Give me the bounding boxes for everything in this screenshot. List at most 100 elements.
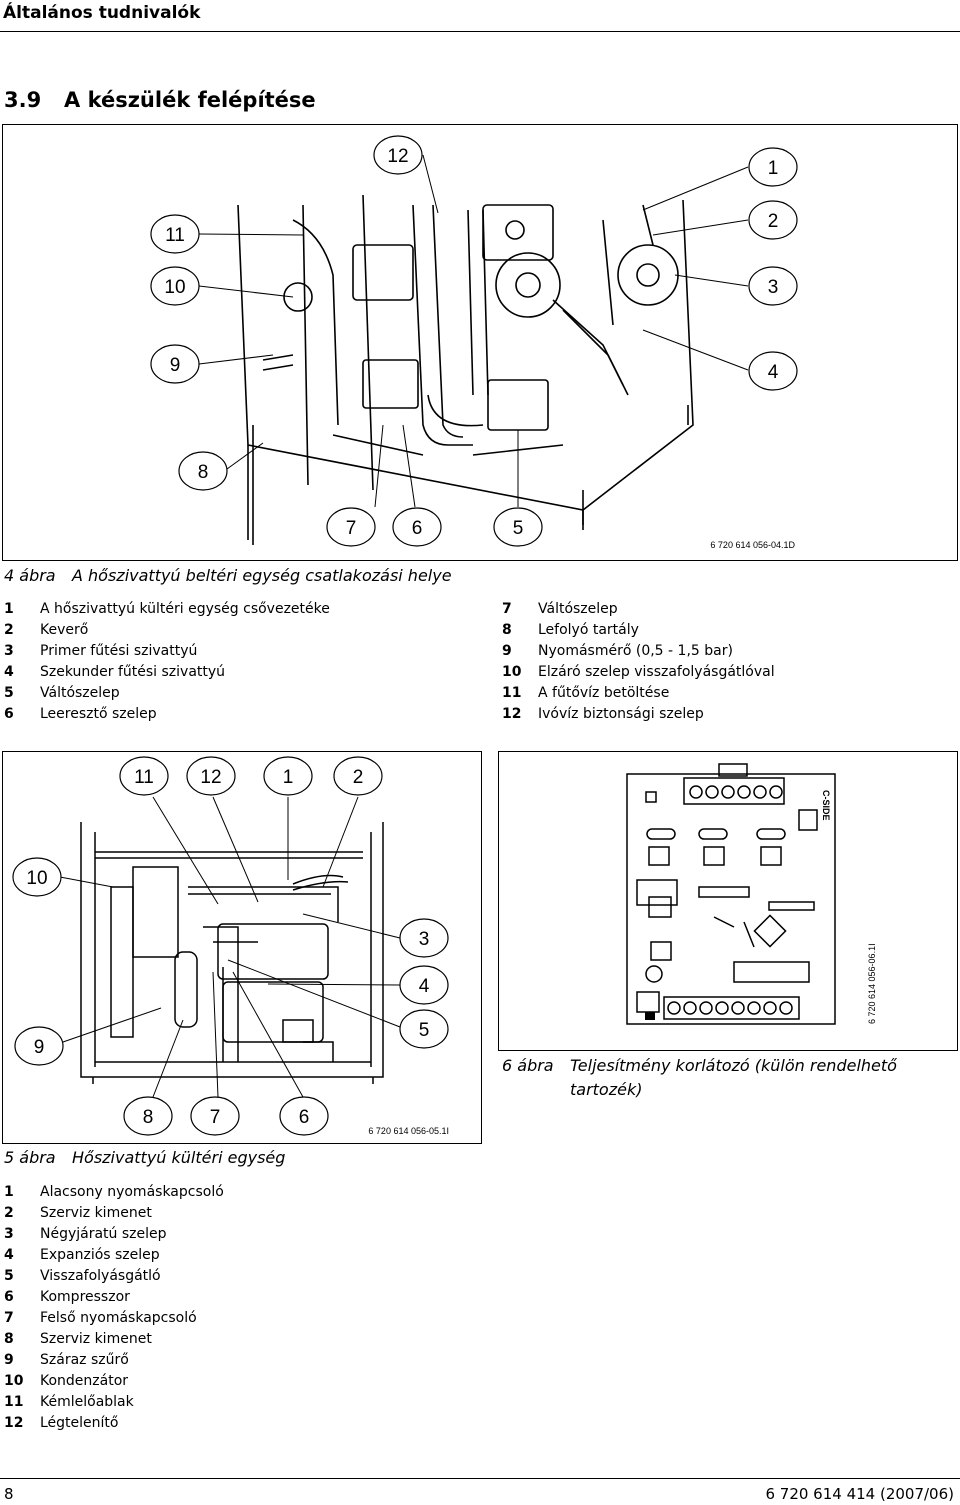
figure-5-code: 6 720 614 056-05.1I bbox=[368, 1126, 449, 1136]
callout-9: 9 bbox=[14, 1026, 64, 1066]
svg-text:6: 6 bbox=[412, 518, 423, 539]
svg-text:9: 9 bbox=[170, 355, 181, 376]
figure-4-caption-label: 4 ábra bbox=[4, 566, 56, 585]
svg-text:1: 1 bbox=[768, 158, 779, 179]
figure-5-caption-text: Hőszivattyú kültéri egység bbox=[72, 1148, 286, 1167]
callout-5: 5 bbox=[399, 1009, 449, 1049]
figure-6-caption-text1: Teljesítmény korlátozó (külön rendelhető bbox=[570, 1056, 897, 1075]
figure-4-caption-text: A hőszivattyú beltéri egység csatlakozás… bbox=[72, 566, 452, 585]
svg-text:11: 11 bbox=[134, 767, 154, 788]
callout-6: 6 bbox=[392, 507, 442, 547]
svg-text:6: 6 bbox=[299, 1107, 310, 1128]
unit-interior-drawing bbox=[237, 194, 694, 545]
callout-11: 11 bbox=[119, 756, 169, 796]
page-number: 8 bbox=[4, 1485, 14, 1503]
callout-12: 12 bbox=[373, 135, 423, 175]
figure-6-frame: C-SIDE 6 720 614 056-06.1I bbox=[498, 751, 958, 1051]
svg-text:5: 5 bbox=[513, 518, 524, 539]
section-title: A készülék felépítése bbox=[64, 88, 316, 112]
figure-6-caption: 6 ábra Teljesítmény korlátozó (külön rend… bbox=[502, 1054, 897, 1102]
section-number: 3.9 bbox=[4, 88, 42, 112]
svg-text:8: 8 bbox=[143, 1107, 154, 1128]
figure-6-caption-label: 6 ábra bbox=[502, 1056, 554, 1075]
callout-9: 9 bbox=[150, 344, 200, 384]
figure-5-callouts: 11 12 1 2 10 3 4 9 5 8 7 6 bbox=[12, 756, 449, 1136]
figure-5-frame: 11 12 1 2 10 3 4 9 5 8 7 6 6 720 614 056… bbox=[2, 751, 482, 1144]
board-marker bbox=[645, 1012, 655, 1020]
svg-text:2: 2 bbox=[768, 211, 779, 232]
callout-11: 11 bbox=[150, 214, 200, 254]
document-number: 6 720 614 414 (2007/06) bbox=[765, 1485, 954, 1503]
callout-1: 1 bbox=[263, 756, 313, 796]
c-side-label: C-SIDE bbox=[821, 790, 831, 821]
callout-2: 2 bbox=[333, 756, 383, 796]
svg-text:7: 7 bbox=[210, 1107, 221, 1128]
figure-6-code: 6 720 614 056-06.1I bbox=[867, 943, 877, 1024]
figure-6-caption-text2: tartozék) bbox=[570, 1080, 643, 1099]
figure-4-caption: 4 ábra A hőszivattyú beltéri egység csatl… bbox=[4, 566, 452, 585]
callout-4: 4 bbox=[399, 965, 449, 1005]
figure-6-drawing: C-SIDE 6 720 614 056-06.1I bbox=[626, 763, 877, 1025]
svg-text:3: 3 bbox=[419, 929, 430, 950]
header-rule bbox=[0, 31, 960, 32]
svg-text:10: 10 bbox=[26, 868, 47, 889]
svg-text:8: 8 bbox=[198, 462, 209, 483]
svg-text:9: 9 bbox=[34, 1037, 45, 1058]
callout-6: 6 bbox=[279, 1096, 329, 1136]
callout-1: 1 bbox=[748, 147, 798, 187]
svg-text:1: 1 bbox=[283, 767, 294, 788]
circuit-board-drawing bbox=[626, 763, 836, 1025]
figure-5-drawing: 11 12 1 2 10 3 4 9 5 8 7 6 6 720 614 056… bbox=[12, 756, 449, 1136]
figure-4-code: 6 720 614 056-04.1D bbox=[710, 540, 795, 550]
callout-5: 5 bbox=[493, 507, 543, 547]
leader-lines bbox=[198, 154, 749, 508]
callout-7: 7 bbox=[190, 1096, 240, 1136]
figure-4-frame: 12 11 10 9 8 7 6 5 1 2 3 4 6 720 614 056… bbox=[2, 124, 958, 561]
svg-text:7: 7 bbox=[346, 518, 357, 539]
callout-7: 7 bbox=[326, 507, 376, 547]
callout-10: 10 bbox=[12, 857, 62, 897]
callout-3: 3 bbox=[748, 266, 798, 306]
outdoor-unit-drawing bbox=[80, 822, 384, 1084]
svg-text:12: 12 bbox=[200, 767, 221, 788]
callout-3: 3 bbox=[399, 918, 449, 958]
leader-lines bbox=[59, 796, 401, 1098]
figure-4-drawing: 12 11 10 9 8 7 6 5 1 2 3 4 6 720 614 056… bbox=[150, 135, 798, 550]
figure-4-callouts: 12 11 10 9 8 7 6 5 1 2 3 4 bbox=[150, 135, 798, 547]
svg-text:4: 4 bbox=[768, 362, 779, 383]
svg-text:4: 4 bbox=[419, 976, 430, 997]
svg-text:2: 2 bbox=[353, 767, 364, 788]
callout-4: 4 bbox=[748, 351, 798, 391]
callout-8: 8 bbox=[178, 451, 228, 491]
callout-12: 12 bbox=[186, 756, 236, 796]
svg-text:5: 5 bbox=[419, 1020, 430, 1041]
svg-text:3: 3 bbox=[768, 277, 779, 298]
callout-2: 2 bbox=[748, 200, 798, 240]
